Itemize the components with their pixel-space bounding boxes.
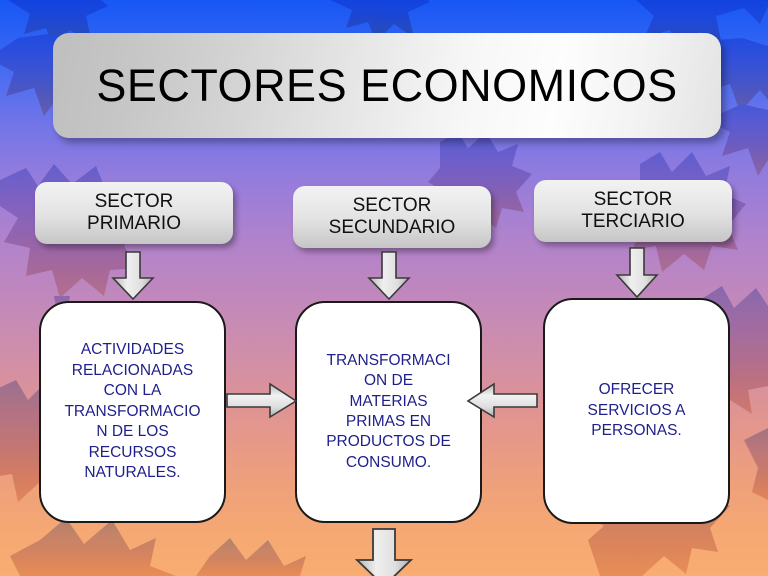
slide-title-banner: SECTORES ECONOMICOS	[53, 33, 721, 138]
sector-header-line-2: TERCIARIO	[581, 211, 685, 232]
arrow-down-icon	[110, 251, 156, 301]
sector-header-primario: SECTOR PRIMARIO	[35, 182, 233, 244]
arrow-down-icon	[354, 528, 414, 576]
sector-header-terciario: SECTOR TERCIARIO	[534, 180, 732, 242]
sector-header-line-2: PRIMARIO	[87, 213, 181, 234]
arrow-down-icon	[614, 247, 660, 299]
sector-content-text: TRANSFORMACI ON DE MATERIAS PRIMAS EN PR…	[326, 351, 451, 471]
page-title: SECTORES ECONOMICOS	[96, 60, 678, 111]
sector-header-line-1: SECTOR	[94, 190, 174, 212]
sector-header-secundario: SECTOR SECUNDARIO	[293, 186, 491, 248]
sector-header-label: SECTOR SECUNDARIO	[329, 195, 456, 240]
sector-content-secundario: TRANSFORMACI ON DE MATERIAS PRIMAS EN PR…	[295, 301, 482, 523]
sector-content-terciario: OFRECER SERVICIOS A PERSONAS.	[543, 298, 730, 524]
sector-header-line-1: SECTOR	[593, 188, 673, 210]
arrow-down-icon	[366, 251, 412, 301]
arrow-left-icon	[466, 382, 538, 419]
sector-header-label: SECTOR PRIMARIO	[87, 191, 181, 236]
sector-content-primario: ACTIVIDADES RELACIONADAS CON LA TRANSFOR…	[39, 301, 226, 523]
sector-header-line-1: SECTOR	[352, 194, 432, 216]
sector-content-text: ACTIVIDADES RELACIONADAS CON LA TRANSFOR…	[64, 341, 201, 482]
sector-header-line-2: SECUNDARIO	[328, 217, 456, 238]
arrow-right-icon	[226, 382, 298, 419]
sector-content-text: OFRECER SERVICIOS A PERSONAS.	[587, 381, 686, 440]
sector-header-label: SECTOR TERCIARIO	[581, 189, 684, 234]
